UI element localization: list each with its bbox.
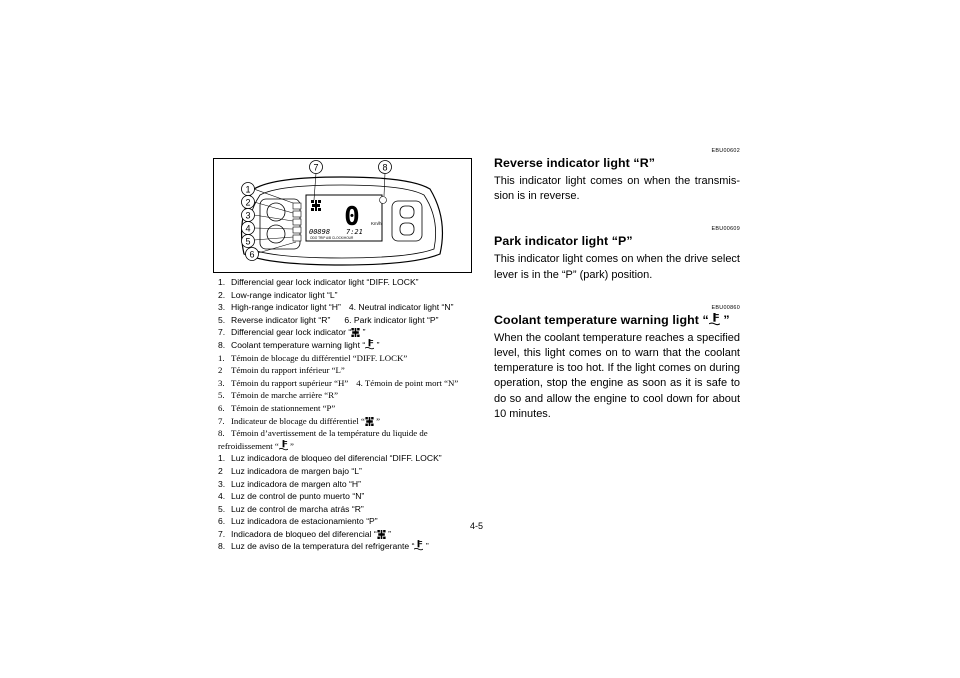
callout-1: 1 — [241, 182, 255, 196]
section-heading-park: Park indicator light “P” — [494, 234, 633, 249]
caption-en-5: 5.Reverse indicator light “R”6. Park ind… — [218, 314, 439, 325]
callout-2: 2 — [241, 195, 255, 209]
diff-lock-icon — [377, 529, 386, 539]
svg-text:3: 3 — [245, 210, 250, 220]
diff-lock-icon — [365, 416, 374, 426]
callout-4: 4 — [241, 221, 255, 235]
section-body-park: This indicator light comes on when the d… — [494, 253, 740, 281]
coolant-temperature-icon — [414, 540, 424, 551]
caption-es-1: 1.Luz indicadora de bloqueo del diferenc… — [218, 453, 442, 464]
caption-en-1: 1.Differencial gear lock indicator light… — [218, 277, 419, 287]
caption-fr-5: 5.Témoin de marche arrière “R” — [218, 390, 338, 401]
section-code: EBU00860 — [711, 304, 740, 311]
section-body-coolant: When the coolant temperature reaches a s… — [494, 331, 740, 420]
indicator-column — [292, 202, 302, 242]
callout-7: 7 — [309, 160, 323, 174]
callout-5: 5 — [241, 234, 255, 248]
page-number: 4-5 — [470, 521, 484, 531]
diff-lock-icon — [351, 328, 360, 338]
meter-illustration: 0 Km/h 00898 7:21 ODO TRIP A/B CLOCK/HOU… — [240, 160, 444, 266]
callout-6: 6 — [245, 247, 259, 261]
caption-fr-8-cont: refroidissement “ ” — [218, 439, 294, 451]
svg-text:2: 2 — [245, 197, 250, 207]
caption-es-3: 3.Luz indicadora de margen alto “H” — [218, 478, 361, 489]
caption-fr-7: 7.Indicateur de blocage du différentiel … — [218, 415, 381, 426]
caption-es-6: 6.Luz indicadora de estacionamiento “P” — [218, 516, 378, 527]
clock-readout: 7:21 — [346, 228, 363, 236]
section-code: EBU00602 — [711, 148, 740, 154]
section-heading-reverse: Reverse indicator light “R” — [494, 156, 656, 170]
svg-text:7: 7 — [313, 162, 318, 172]
svg-text:4: 4 — [245, 223, 250, 233]
figure-captions: 1.Differencial gear lock indicator light… — [218, 276, 480, 553]
coolant-temperature-icon — [365, 339, 375, 350]
svg-text:5: 5 — [245, 236, 250, 246]
diff-lock-icon — [311, 200, 321, 211]
section-code: EBU00609 — [711, 226, 740, 233]
caption-es-4: 4.Luz de control de punto muerto “N” — [218, 491, 365, 502]
speed-unit: Km/h — [371, 221, 382, 226]
coolant-lamp-icon — [379, 196, 387, 204]
coolant-temperature-icon — [708, 312, 720, 325]
caption-en-3: 3.High-range indicator light “H”4. Neutr… — [218, 302, 454, 313]
right-column: EBU00602 Reverse indicator light “R” Thi… — [494, 148, 740, 422]
caption-en-8: 8.Coolant temperature warning light “ ” — [218, 339, 380, 350]
caption-fr-3: 3.Témoin du rapport supérieur “H”4. Témo… — [218, 377, 459, 388]
section-heading-coolant: Coolant temperature warning light “ ” — [494, 312, 730, 327]
caption-en-7: 7.Differencial gear lock indicator “ ” — [218, 327, 366, 338]
callout-8: 8 — [378, 160, 392, 174]
svg-text:1: 1 — [245, 184, 250, 194]
callout-3: 3 — [241, 208, 255, 222]
section-body-reverse: This indicator light comes on when the t… — [494, 175, 740, 203]
coolant-temperature-icon — [278, 439, 288, 450]
svg-text:6: 6 — [249, 249, 254, 259]
caption-fr-1: 1.Témoin de blocage du différentiel “DIF… — [218, 352, 408, 363]
caption-fr-6: 6.Témoin de stationnement “P” — [218, 402, 336, 413]
caption-en-2: 2.Low-range indicator light “L” — [218, 289, 338, 300]
caption-fr-8: 8.Témoin d’avertissement de la températu… — [218, 428, 428, 439]
mode-labels: ODO TRIP A/B CLOCK/HOUR — [310, 236, 354, 240]
caption-es-8: 8.Luz de aviso de la temperatura del ref… — [218, 540, 429, 552]
caption-es-5: 5.Luz de control de marcha atrás “R” — [218, 503, 364, 514]
caption-es-7: 7.Indicadora de bloqueo del diferencial … — [218, 528, 391, 539]
speed-digit: 0 — [344, 202, 360, 232]
meter-diagram: 0 Km/h 00898 7:21 ODO TRIP A/B CLOCK/HOU… — [213, 158, 472, 273]
svg-text:8: 8 — [382, 162, 387, 172]
odometer-readout: 00898 — [309, 228, 330, 236]
